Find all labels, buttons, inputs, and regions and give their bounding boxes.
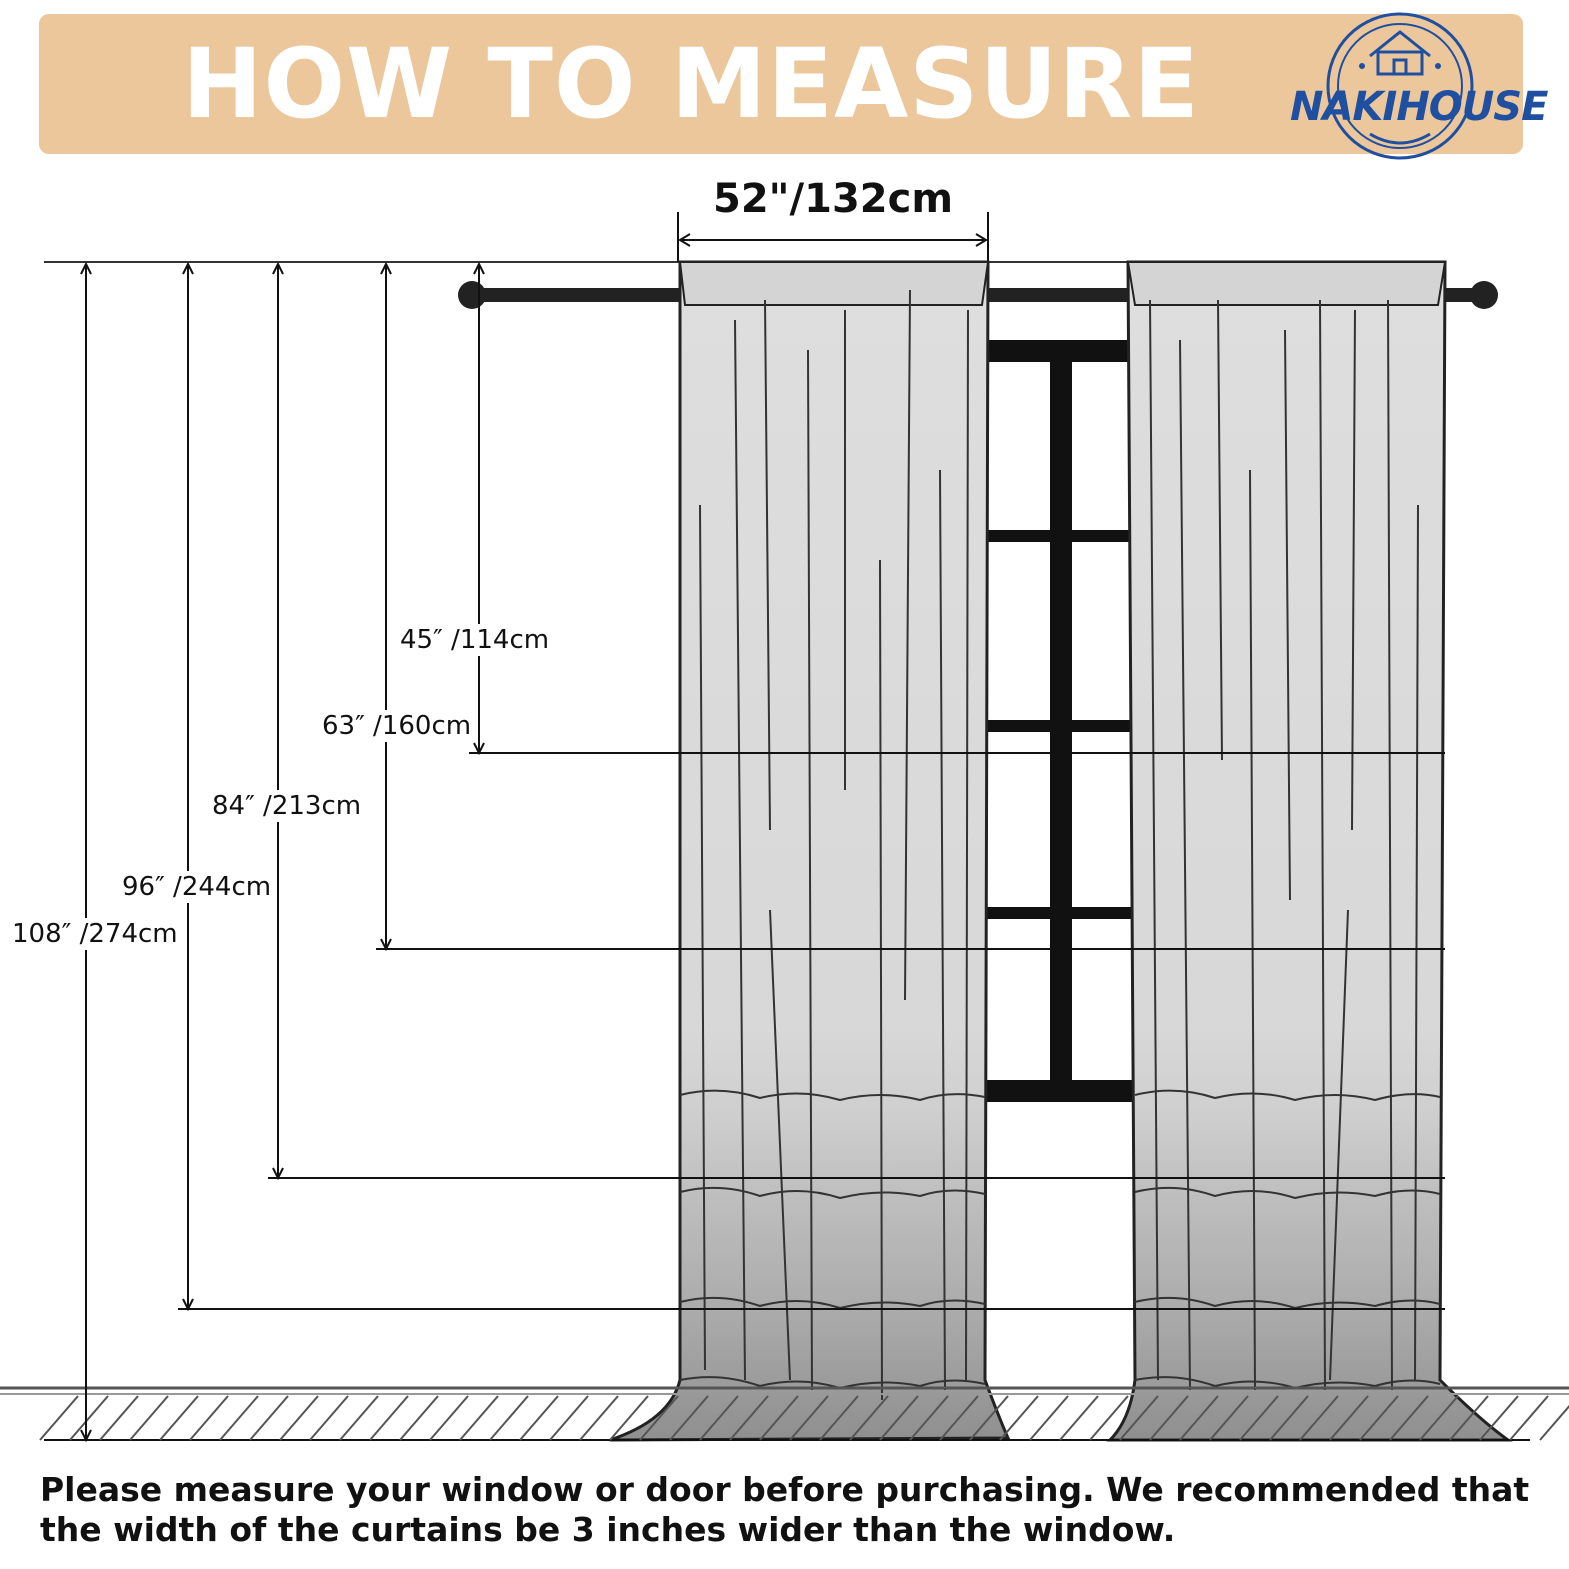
brand-logo: NAKIHOUSE — [1290, 12, 1548, 162]
logo-badge-icon — [1326, 12, 1474, 160]
page-title: HOW TO MEASURE — [182, 28, 1200, 140]
length-label-63: 63″ /160cm — [322, 710, 472, 742]
brand-name: NAKIHOUSE — [1290, 84, 1548, 130]
house-icon — [1369, 30, 1431, 76]
length-markers — [80, 261, 1445, 1443]
measure-note: Please measure your window or door befor… — [40, 1470, 1530, 1549]
length-label-108: 108″ /274cm — [12, 918, 178, 950]
arrow-up-icon — [80, 261, 92, 275]
curtain-width-label: 52"/132cm — [713, 176, 953, 222]
arrow-up-icon — [182, 261, 194, 275]
arrow-up-icon — [473, 261, 485, 275]
arrow-down-icon — [80, 1429, 92, 1443]
floor — [0, 1386, 1569, 1441]
left-curtain-panel — [609, 260, 1011, 1442]
arrow-up-icon — [380, 261, 392, 275]
arrow-up-icon — [272, 261, 284, 275]
length-label-45: 45″ /114cm — [400, 624, 550, 656]
length-label-84: 84″ /213cm — [212, 790, 362, 822]
window-frame — [985, 340, 1135, 1102]
length-label-96: 96″ /244cm — [122, 871, 272, 903]
right-curtain-panel — [1106, 260, 1513, 1442]
width-dimension — [677, 212, 989, 262]
header-banner: HOW TO MEASURE — [39, 14, 1523, 154]
